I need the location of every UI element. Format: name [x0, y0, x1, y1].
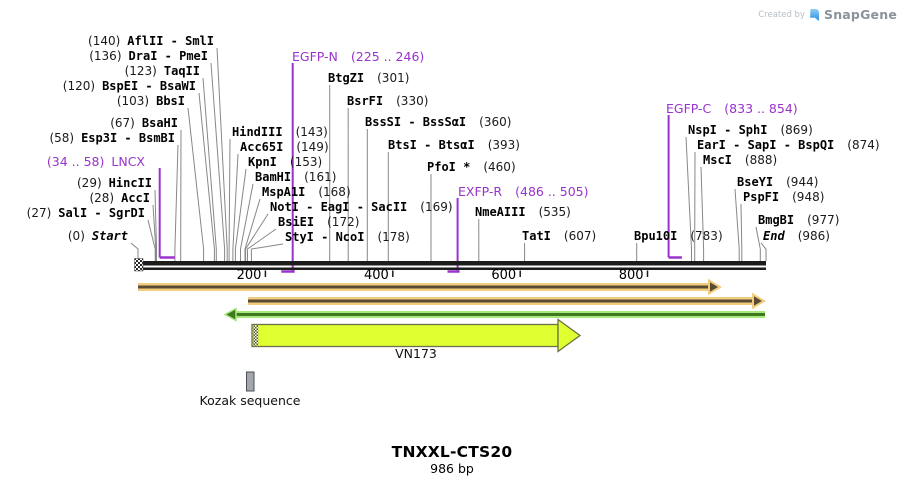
ruler-label-200: 200 [236, 268, 262, 283]
site-label-sali-sgrdi: (27)SalI - SgrDI [26, 206, 145, 220]
primer-arrow-orange-1 [138, 278, 722, 296]
site-label-bbsi: (103)BbsI [116, 94, 185, 108]
site-label-bpu10i: Bpu10I(783) [634, 229, 723, 243]
leader-line-mspa1i [244, 198, 261, 261]
leader-line-bbsi [187, 107, 205, 261]
site-label-bamhi: BamHI(161) [255, 170, 337, 184]
leader-line-acci [152, 204, 157, 261]
site-label-bmgbi: BmgBI(977) [758, 213, 840, 227]
leader-line-msci [700, 166, 705, 261]
feature-label-vn173: VN173 [395, 346, 437, 361]
sequence-backbone [138, 261, 766, 266]
linear-origin-hatch [134, 258, 144, 272]
site-label-pfoi: PfoI *(460) [427, 160, 516, 174]
primer-arrow-orange-2 [248, 292, 766, 310]
site-label-tati: TatI(607) [522, 229, 597, 243]
site-label-pspfi: PspFI(948) [743, 190, 825, 204]
leader-line-drai-pmei [210, 62, 226, 261]
leader-line-acc65i [232, 153, 239, 261]
leader-line-bspei-bsawi [198, 92, 215, 261]
site-label-end: End(986) [763, 229, 830, 243]
leader-line-bseyi [734, 188, 740, 261]
site-label-bseyi: BseYI(944) [737, 175, 819, 189]
feature-label-lncx: (34 .. 58)LNCX [46, 154, 145, 169]
site-label-hincii: (29)HincII [77, 176, 152, 190]
feature-label-exfp-r: EXFP-R(486 .. 505) [458, 184, 589, 199]
primer-arrow-green [223, 307, 765, 322]
site-label-styi-ncoi: StyI - NcoI(178) [285, 230, 410, 244]
site-label-bsiei: BsiEI(172) [278, 215, 360, 229]
site-label-msci: MscI(888) [703, 153, 778, 167]
snapgene-watermark: Created by SnapGene [758, 7, 897, 22]
leader-line-pspfi [740, 203, 743, 261]
site-label-bsahi: (67)BsaHI [110, 116, 178, 130]
leader-line-nspi-sphi [685, 136, 692, 261]
site-label-acc65i: Acc65I(149) [240, 140, 329, 154]
leader-line-bamhi [240, 183, 254, 261]
leader-line-sali-sgrdi [147, 219, 156, 261]
feature-label-egfp-n: EGFP-N(225 .. 246) [292, 49, 425, 64]
created-by-text: Created by [758, 9, 805, 20]
map-length: 986 bp [430, 461, 474, 476]
kozak-sequence-label: Kozak sequence [199, 393, 301, 408]
ruler-label-800: 800 [618, 268, 644, 283]
snapgene-logo-icon [810, 8, 819, 21]
leader-line-esp3i-bsmbi [174, 144, 179, 261]
leader-line-taqii [202, 77, 217, 261]
site-label-bsssi-bsss-i: BssSI - BssSαI(360) [365, 115, 512, 129]
leader-line-end [760, 242, 767, 261]
site-label-esp3i-bsmbi: (58)Esp3I - BsmBI [49, 131, 175, 145]
leader-line-bmgbi [755, 226, 761, 261]
site-label-nspi-sphi: NspI - SphI(869) [688, 123, 813, 137]
site-label-nmeaiii: NmeAIII(535) [475, 205, 571, 219]
site-label-hindiii: HindIII(143) [232, 125, 328, 139]
map-title: TNXXL-CTS20 [391, 443, 513, 461]
leader-line-hincii [154, 189, 157, 261]
site-label-eari-sapi-bspqi: EarI - SapI - BspQI(874) [697, 138, 880, 152]
site-label-noti-eagi-sacii: NotI - EagI - SacII(169) [270, 200, 453, 214]
site-label-aflii-smli: (140)AflII - SmlI [88, 34, 214, 48]
site-label-acci: (28)AccI [89, 191, 150, 205]
site-label-btsi-bts-i: BtsI - BtsαI(393) [388, 138, 520, 152]
site-label-drai-pmei: (136)DraI - PmeI [89, 49, 208, 63]
sequence-backbone-lower [138, 267, 766, 270]
ruler-label-400: 400 [363, 268, 389, 283]
leader-line-hindiii [228, 138, 231, 261]
feature-label-egfp-c: EGFP-C(833 .. 854) [666, 101, 798, 116]
leader-line-styi-ncoi [250, 243, 284, 261]
leader-line-bsiei [247, 228, 277, 261]
snapgene-brand-text: SnapGene [824, 7, 897, 22]
site-label-bspei-bsawi: (120)BspEI - BsaWI [62, 79, 196, 93]
site-label-taqii: (123)TaqII [124, 64, 200, 78]
leader-line-aflii-smli [216, 47, 228, 261]
leader-line-noti-eagi-sacii [245, 213, 269, 261]
site-label-btgzi: BtgZI(301) [328, 71, 410, 85]
kozak-sequence-marker [246, 371, 255, 392]
leader-line-kpni [234, 168, 247, 261]
site-label-bsrfi: BsrFI(330) [347, 94, 429, 108]
site-label-start: (0)Start [67, 229, 128, 243]
leader-line-start [130, 242, 139, 261]
ruler-label-600: 600 [491, 268, 517, 283]
feature-arrow-vn173 [251, 318, 582, 353]
site-label-mspa1i: MspA1I(168) [262, 185, 351, 199]
site-label-kpni: KpnI(153) [248, 155, 323, 169]
